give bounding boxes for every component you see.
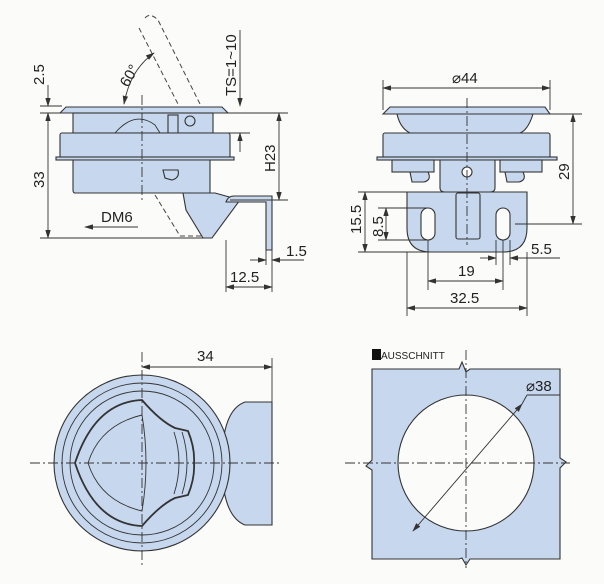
dim-height-label: 33 — [31, 171, 48, 188]
slot-spacing-label: 19 — [458, 263, 475, 280]
plate-height-label: 15.5 — [348, 205, 365, 234]
ring — [382, 132, 551, 159]
thickness-label: TS=1~10 — [223, 34, 240, 96]
cutout-diameter-label: ⌀38 — [526, 378, 552, 395]
ring — [59, 132, 231, 159]
bracket-thickness-label: 1.5 — [286, 243, 307, 260]
cutout-label: AUSSCHNITT — [381, 351, 445, 362]
left-screw-block — [391, 159, 435, 173]
right-screw-block — [499, 159, 543, 173]
offset-label: 34 — [197, 348, 214, 365]
side-view: 2.5 33 60° TS=1~10 H23 DM6 1.5 12.5 — [31, 14, 307, 292]
h-dim-label: H23 — [262, 144, 279, 172]
stem — [455, 192, 481, 240]
cam-latch — [182, 192, 241, 239]
cutout-view: AUSSCHNITT ⌀38 — [345, 349, 570, 568]
flange — [58, 106, 230, 114]
top-view: 34 — [30, 348, 280, 565]
slot-width-label: 5.5 — [531, 241, 552, 258]
bowl — [396, 113, 534, 134]
diameter-label: ⌀44 — [452, 70, 478, 87]
handle-open-outline — [138, 14, 201, 105]
slot-length-label: 8.5 — [370, 216, 387, 237]
thread-label: DM6 — [101, 209, 133, 226]
screw-head — [162, 169, 179, 181]
pin-housing — [167, 114, 179, 134]
bracket — [225, 195, 273, 251]
lever-outline — [154, 194, 205, 237]
label-marker-icon — [372, 349, 381, 360]
left-slot — [420, 207, 436, 241]
front-view: ⌀44 29 15.5 8.5 5.5 19 32.5 — [348, 70, 582, 316]
plate-width-label: 32.5 — [450, 290, 479, 307]
height-label: 29 — [556, 163, 573, 180]
pin — [184, 115, 196, 127]
bracket-width-label: 12.5 — [230, 269, 259, 286]
angle-label: 60° — [117, 62, 143, 90]
dim-flange-label: 2.5 — [31, 64, 48, 85]
right-slot — [495, 207, 511, 241]
flange — [381, 106, 552, 115]
lower-body — [72, 159, 211, 194]
